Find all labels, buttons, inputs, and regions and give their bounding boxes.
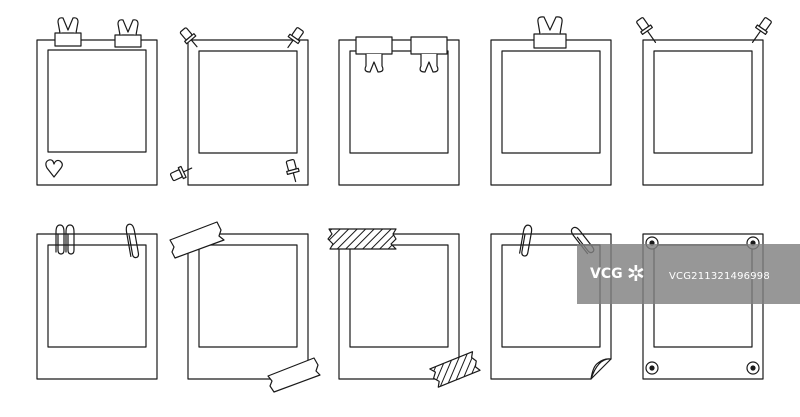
- frame-push-pins-corners: [169, 27, 309, 186]
- washi-tape: [267, 357, 321, 393]
- photo-area: [198, 244, 298, 348]
- frame-top-push-pins: [636, 17, 772, 186]
- frame-paper-clips: [36, 223, 158, 380]
- frame-striped-tape: [327, 228, 481, 388]
- frame-binder-clips-heart: [36, 17, 158, 186]
- frame-large-binder-clips: [338, 36, 460, 186]
- paper-clip-icon: [519, 224, 533, 257]
- binder-clip-icon: [533, 16, 567, 49]
- frame-plain-tape: [169, 221, 321, 393]
- watermark-logo-text: VCG: [590, 266, 623, 282]
- push-pin-icon: [751, 17, 772, 43]
- washi-tape: [169, 221, 225, 259]
- push-pin-icon: [636, 17, 657, 43]
- striped-tape: [327, 228, 397, 250]
- binder-clip-icon: [54, 17, 82, 47]
- heart-icon: [45, 159, 63, 178]
- photo-area: [198, 50, 298, 154]
- rivet-icon: [746, 361, 760, 375]
- binder-clip-icon: [114, 19, 142, 48]
- photo-area: [349, 244, 449, 348]
- push-pin-icon: [285, 158, 300, 183]
- striped-tape: [429, 351, 481, 388]
- swirl-icon: ✲: [626, 261, 646, 287]
- watermark-logo: VCG ✲: [590, 258, 662, 290]
- photo-area: [47, 49, 147, 153]
- binder-clip-icon: [410, 36, 448, 73]
- frame-single-binder-clip: [490, 16, 612, 186]
- photo-area: [653, 50, 753, 154]
- paper-clip-icon: [65, 224, 75, 255]
- push-pin-icon: [287, 27, 304, 49]
- watermark-band: [577, 244, 800, 304]
- push-pin-icon: [179, 27, 198, 48]
- photo-area: [47, 244, 147, 348]
- binder-clip-icon: [355, 36, 393, 73]
- watermark-id: VCG211321496998: [669, 271, 770, 282]
- paper-clip-icon: [55, 224, 65, 255]
- push-pin-icon: [169, 165, 193, 182]
- curled-corner: [590, 358, 612, 380]
- photo-area: [501, 50, 601, 154]
- paper-clip-icon: [125, 223, 140, 259]
- rivet-icon: [645, 361, 659, 375]
